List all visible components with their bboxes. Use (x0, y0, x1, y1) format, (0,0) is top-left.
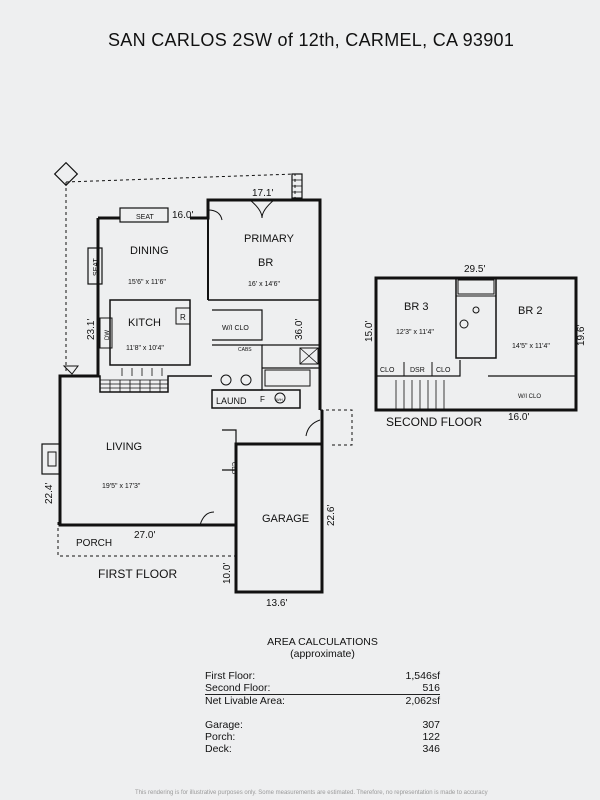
primary-label-2: BR (258, 257, 273, 269)
fireplace (41, 443, 61, 475)
r-label: R (180, 313, 186, 322)
second-floor-toilet (472, 306, 480, 314)
seat-top-label: SEAT (136, 214, 154, 221)
dim-second-bottom: 16.0' (508, 412, 529, 423)
dim-second-left: 15.0' (364, 321, 375, 342)
br2-size: 14'5" x 11'4" (512, 343, 550, 350)
shower-cross (299, 347, 319, 365)
second-floor-label: SECOND FLOOR (386, 415, 482, 429)
garage-door-arc (199, 511, 215, 526)
dim-garage-extra: 10.0' (222, 563, 233, 584)
shower (299, 347, 319, 365)
second-floor-sink (459, 319, 469, 329)
deck-corner-left (53, 161, 79, 187)
dim-dining-width: 16.0' (172, 210, 193, 221)
seat-side-label: SEAT (93, 258, 100, 276)
primary-size: 16' x 14'6" (248, 281, 281, 288)
br3-size: 12'3" x 11'4" (396, 329, 434, 336)
area-heading: AREA CALCULATIONS (267, 636, 378, 648)
dining-size: 15'6" x 11'6" (128, 279, 166, 286)
first-floor-top-wall (98, 198, 322, 410)
dim-left-kitchen: 23.1' (86, 319, 97, 340)
dim-porch-width: 27.0' (134, 530, 155, 541)
area-row-first-floor: First Floor: 1,546sf (205, 670, 440, 682)
primary-closet-door (207, 209, 223, 221)
toilet-1 (220, 374, 232, 386)
disclaimer-footer: This rendering is for illustrative purpo… (135, 790, 488, 796)
fridge-box (175, 307, 191, 325)
front-door (305, 419, 321, 437)
br3-label: BR 3 (404, 301, 428, 313)
porch-label: PORCH (76, 538, 112, 549)
area-calculations: AREA CALCULATIONS (approximate) First Fl… (205, 636, 440, 755)
laundry-walls (211, 389, 301, 409)
clo-left-label: CLO (380, 367, 395, 374)
seat-side-box (87, 247, 103, 285)
porch-outline (57, 522, 236, 557)
primary-label-1: PRIMARY (244, 233, 295, 245)
kitchen-size: 11'8" x 10'4" (126, 345, 164, 352)
second-floor-closets (376, 360, 576, 377)
bath2-walls (262, 344, 320, 369)
garage-walls (234, 442, 324, 594)
laundry-label: LAUND (216, 396, 247, 406)
dw-label: DW (105, 330, 111, 340)
dim-left-living: 22.4' (44, 483, 55, 504)
f-label: F (260, 395, 265, 404)
area-row-porch: Porch: 122 (205, 731, 440, 743)
tub (264, 369, 311, 387)
first-floor-label: FIRST FLOOR (98, 567, 177, 581)
area-row-net-livable: Net Livable Area: 2,062sf (205, 695, 440, 707)
cabs-label: CABS (238, 347, 252, 353)
living-top-wall (60, 375, 212, 393)
second-floor-divider-left (455, 278, 497, 359)
seat-top-box (119, 207, 169, 223)
bath-walls (212, 344, 263, 391)
br2-label: BR 2 (518, 305, 542, 317)
kitchen-label: KITCH (128, 317, 161, 329)
dim-second-right: 19.6' (576, 325, 587, 346)
living-stairs (100, 379, 168, 392)
property-address-title: SAN CARLOS 2SW of 12th, CARMEL, CA 93901 (108, 30, 515, 50)
second-floor-tub (457, 279, 495, 295)
wh-label: WH (276, 397, 283, 402)
kitchen-stairs (121, 368, 163, 376)
dsr-label: DSR (410, 367, 425, 374)
primary-entry-door (249, 199, 275, 219)
area-row-deck: Deck: 346 (205, 743, 440, 755)
living-size: 19'5" x 17'3" (102, 483, 141, 490)
dim-garage-depth: 22.6' (326, 505, 337, 526)
area-row-second-floor: Second Floor: 516 (205, 682, 440, 695)
clo-label: CLO (230, 462, 236, 475)
wi-clo-label: W/I CLO (222, 325, 249, 332)
dim-right-primary: 36.0' (294, 319, 305, 340)
second-wi-clo-label: W/I CLO (518, 394, 541, 400)
toilet-2 (240, 374, 252, 386)
dim-top-deck: 17.1' (252, 188, 273, 199)
second-floor-outer-wall (374, 276, 578, 412)
dim-garage-width: 13.6' (266, 598, 287, 609)
second-floor-dsr-line (403, 362, 433, 376)
dim-second-top: 29.5' (464, 264, 485, 275)
first-floor-upper-walls (58, 218, 236, 527)
second-floor-stairs (395, 380, 445, 410)
clo-right-label: CLO (436, 367, 451, 374)
dining-label: DINING (130, 245, 169, 257)
kitchen-walls (109, 299, 191, 366)
hall-closet (222, 429, 237, 471)
dw-box (99, 317, 113, 349)
lower-left-corner-mark (62, 365, 79, 375)
garage-label: GARAGE (262, 513, 309, 525)
closet-walls (212, 309, 263, 341)
washer (274, 392, 286, 404)
area-subheading: (approximate) (290, 648, 355, 660)
area-row-garage: Garage: 307 (205, 719, 440, 731)
living-label: LIVING (106, 441, 142, 453)
side-deck-outline (320, 409, 353, 446)
